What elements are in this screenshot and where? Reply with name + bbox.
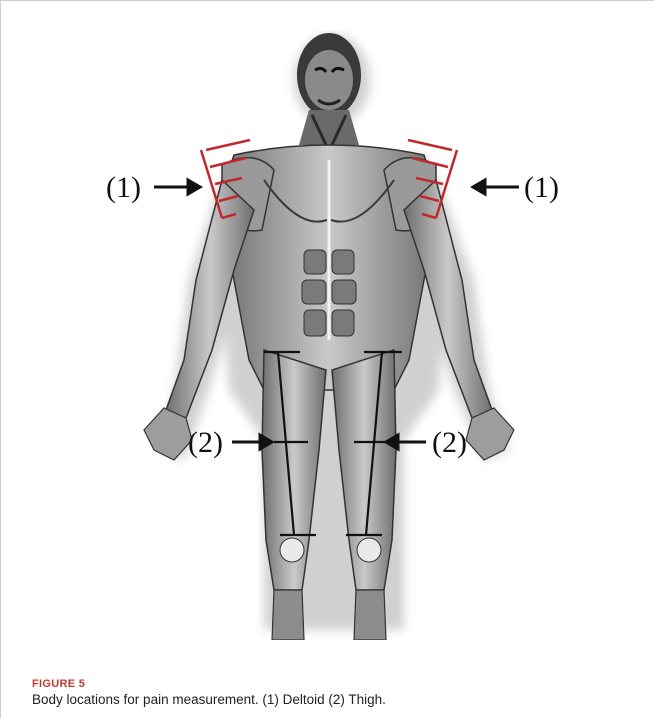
anatomy-figure: (1) (1) (2) (2): [104, 30, 574, 640]
marker-label-left-thigh: (2): [188, 426, 223, 459]
marker-label-right-deltoid: (1): [524, 171, 559, 204]
figure-label: FIGURE 5: [32, 678, 85, 690]
anatomy-illustration: (1) (1) (2) (2): [104, 30, 574, 640]
figure-caption: Body locations for pain measurement. (1)…: [32, 692, 386, 707]
marker-label-left-deltoid: (1): [106, 171, 141, 204]
marker-label-right-thigh: (2): [432, 426, 467, 459]
